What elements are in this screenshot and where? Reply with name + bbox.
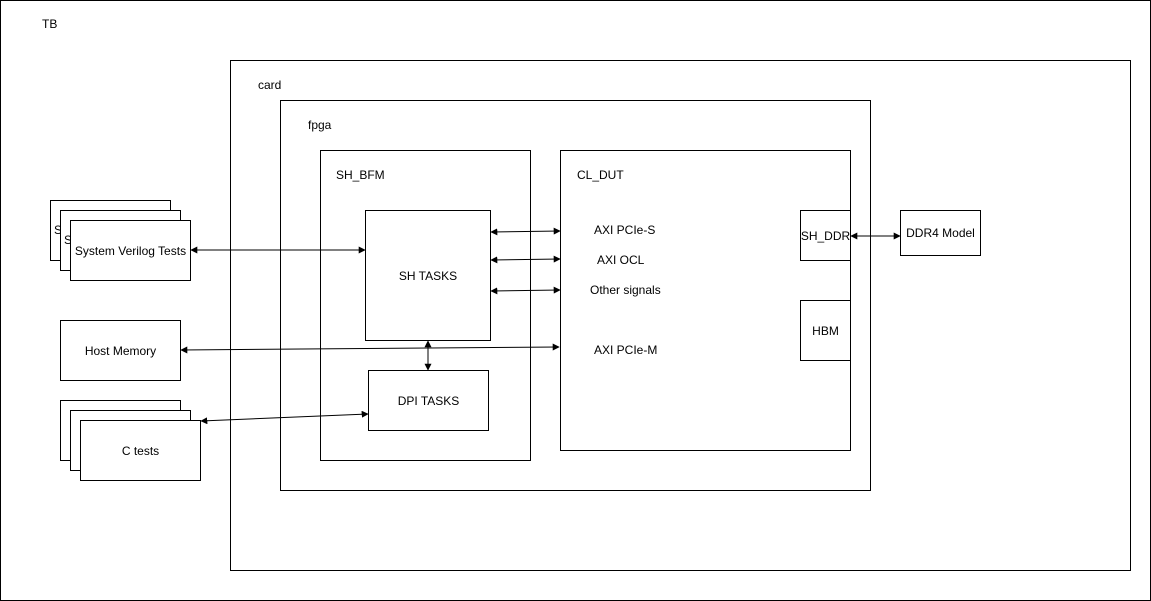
sv-tests-block: System Verilog Tests — [70, 220, 191, 281]
sh-tasks-block: SH TASKS — [365, 210, 491, 341]
sv-tests-label: System Verilog Tests — [74, 243, 187, 258]
c-tests-label: C tests — [121, 443, 160, 458]
axi-ocl-label: AXI OCL — [597, 253, 645, 267]
hbm-label: HBM — [812, 323, 839, 338]
other-signals-label: Other signals — [590, 283, 661, 297]
fpga-label: fpga — [308, 118, 332, 132]
dpi-tasks-block: DPI TASKS — [368, 370, 489, 431]
axi-pcie-s-label: AXI PCIe-S — [594, 223, 656, 237]
dpi-tasks-label: DPI TASKS — [397, 393, 460, 408]
c-tests-block: C tests — [80, 420, 201, 481]
sv-tests-stack-middle-glyph: S — [64, 233, 73, 247]
cl-dut-label: CL_DUT — [577, 168, 624, 182]
host-memory-block: Host Memory — [60, 320, 181, 381]
sh-ddr-label: SH_DDR — [800, 228, 851, 243]
axi-pcie-m-label: AXI PCIe-M — [594, 343, 658, 357]
sh-tasks-label: SH TASKS — [398, 268, 458, 283]
ddr4-model-block: DDR4 Model — [900, 210, 981, 256]
sh-bfm-label: SH_BFM — [336, 168, 385, 182]
sh-ddr-block: SH_DDR — [800, 210, 851, 261]
hbm-block: HBM — [800, 300, 851, 361]
tb-label: TB — [42, 17, 58, 31]
sv-tests-stack-back-glyph: S — [54, 223, 63, 237]
host-memory-label: Host Memory — [84, 343, 157, 358]
ddr4-model-label: DDR4 Model — [906, 226, 975, 240]
card-label: card — [258, 78, 282, 92]
